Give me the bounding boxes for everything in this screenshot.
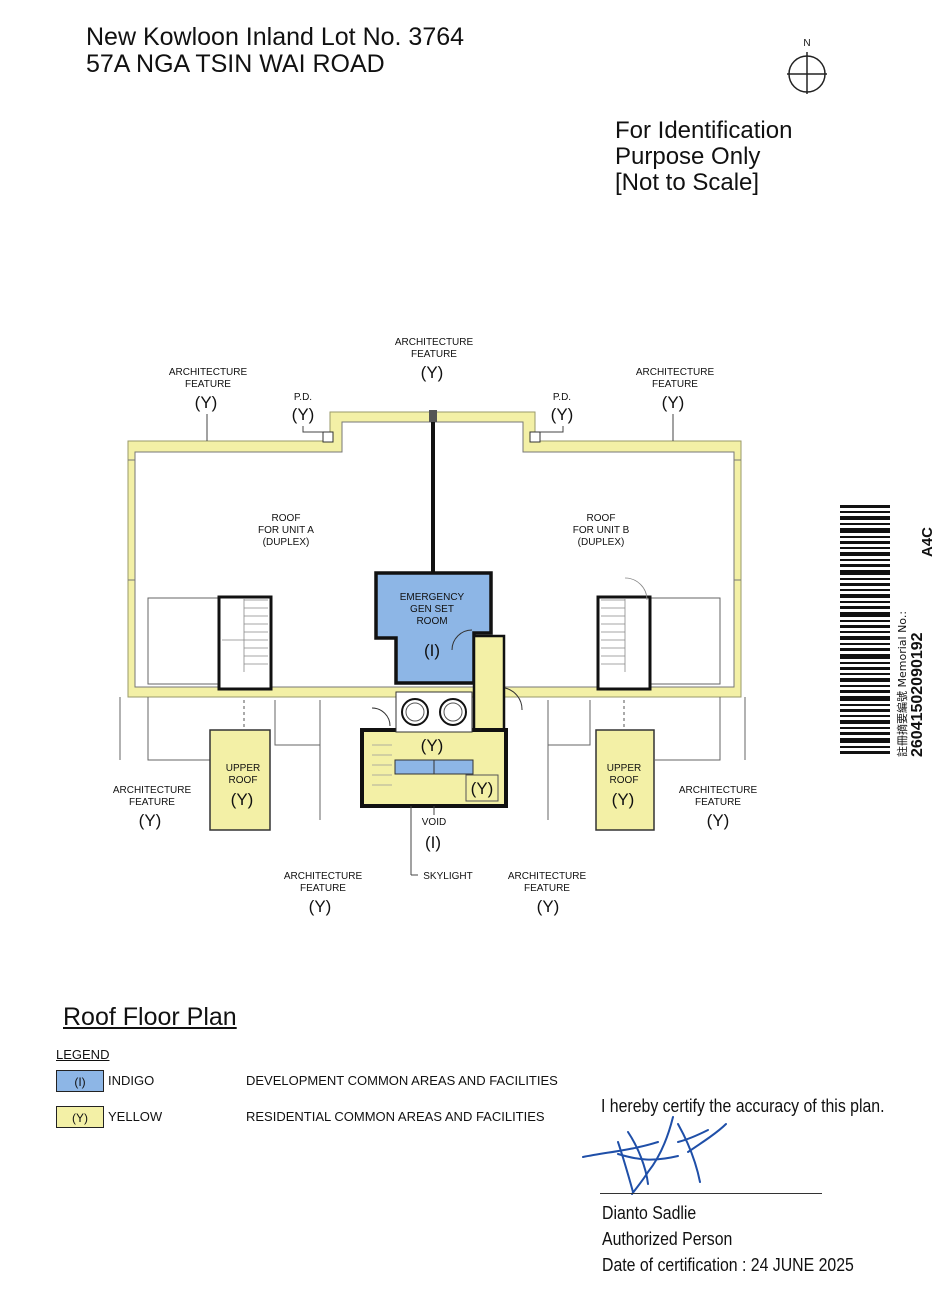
lot-number: New Kowloon Inland Lot No. 3764: [86, 23, 465, 51]
sheet-code: A4C: [919, 527, 936, 557]
ident-line-1: For Identification: [615, 117, 793, 144]
upper-roof-a: [209, 729, 271, 831]
signature-line: [600, 1193, 822, 1194]
arch-feature-ne-l1: ARCHITECTURE: [636, 367, 715, 378]
core-tag-right: (Y): [471, 779, 494, 798]
stair-unit-b: [596, 577, 652, 691]
arch-feature-se-l1: ARCHITECTURE: [508, 871, 587, 882]
arch-feature-ne-l2: FEATURE: [652, 379, 698, 390]
roof-a-l3: (DUPLEX): [263, 537, 310, 548]
void-label: VOID: [422, 817, 446, 828]
common-core: [360, 634, 523, 808]
pd-box-right: [529, 431, 541, 443]
legend-heading: LEGEND: [56, 1047, 110, 1062]
memorial-label: 註冊摘要編號 Memorial No.:: [895, 611, 909, 757]
arch-feature-ne-tag: (Y): [662, 393, 685, 412]
arch-feature-se-tag: (Y): [537, 897, 560, 916]
pd-right-tag: (Y): [551, 405, 574, 424]
certification-date: Date of certification : 24 JUNE 2025: [602, 1255, 854, 1275]
arch-feature-sw-l2: FEATURE: [300, 883, 346, 894]
lot-title: New Kowloon Inland Lot No. 3764 57A NGA …: [86, 24, 464, 78]
roof-floor-plan: ARCHITECTURE FEATURE (Y) ARCHITECTURE FE…: [113, 337, 758, 916]
arch-feature-se-l2: FEATURE: [524, 883, 570, 894]
roof-a-l1: ROOF: [272, 513, 301, 524]
arch-feature-e-tag: (Y): [707, 811, 730, 830]
legend-item-indigo: (I) INDIGO DEVELOPMENT COMMON AREAS AND …: [56, 1070, 596, 1094]
arch-feature-sw-l1: ARCHITECTURE: [284, 871, 363, 882]
upper-roof-a-tag: (Y): [231, 790, 254, 809]
core-tag-top: (Y): [421, 736, 444, 755]
arch-feature-top-l2: FEATURE: [411, 349, 457, 360]
stair-unit-a: [217, 595, 273, 691]
upper-roof-a-l1: UPPER: [226, 763, 260, 774]
leader-lines: [206, 414, 674, 876]
upper-roof-b-l1: UPPER: [607, 763, 641, 774]
egr-l1: EMERGENCY: [400, 592, 465, 603]
wall-cap: [429, 410, 437, 422]
arch-feature-e-l1: ARCHITECTURE: [679, 785, 758, 796]
signer-block: Dianto Sadlie Authorized Person Date of …: [602, 1200, 854, 1278]
legend-desc-indigo: DEVELOPMENT COMMON AREAS AND FACILITIES: [246, 1073, 558, 1088]
arch-feature-w-l2: FEATURE: [129, 797, 175, 808]
skylight-label: SKYLIGHT: [423, 871, 472, 882]
north-arrow-icon: [787, 52, 827, 94]
arch-feature-top-l1: ARCHITECTURE: [395, 337, 474, 348]
void-tag: (I): [425, 833, 441, 852]
upper-roof-b-tag: (Y): [612, 790, 635, 809]
roof-b-l3: (DUPLEX): [578, 537, 625, 548]
certification-statement: I hereby certify the accuracy of this pl…: [601, 1096, 885, 1116]
north-arrow: N: [784, 38, 830, 96]
arch-feature-nw-l2: FEATURE: [185, 379, 231, 390]
arch-feature-w-l1: ARCHITECTURE: [113, 785, 192, 796]
memorial-barcode: 註冊摘要編號 Memorial No.: 26041502090192 A4C: [830, 505, 940, 760]
pd-box-left: [322, 431, 334, 443]
north-label: N: [803, 38, 811, 49]
identification-note: For Identification Purpose Only [Not to …: [615, 118, 792, 196]
signature: [582, 1116, 727, 1195]
plan-labels: ARCHITECTURE FEATURE (Y) ARCHITECTURE FE…: [113, 337, 758, 916]
signer-name: Dianto Sadlie: [602, 1203, 697, 1223]
egr-tag: (I): [424, 641, 440, 660]
legend-swatch-indigo: (I): [56, 1070, 104, 1092]
pd-left-tag: (Y): [292, 405, 315, 424]
upper-roof-b-l2: ROOF: [610, 775, 639, 786]
barcode-icon: 註冊摘要編號 Memorial No.: 26041502090192 A4C: [840, 505, 936, 757]
pd-right-label: P.D.: [553, 392, 571, 403]
arch-feature-e-l2: FEATURE: [695, 797, 741, 808]
pd-left-label: P.D.: [294, 392, 312, 403]
legend-color-yellow: YELLOW: [108, 1109, 163, 1124]
arch-feature-w-tag: (Y): [139, 811, 162, 830]
arch-feature-sw-tag: (Y): [309, 897, 332, 916]
egr-l3: ROOM: [416, 616, 447, 627]
plan-title: Roof Floor Plan: [63, 1003, 237, 1031]
legend-desc-yellow: RESIDENTIAL COMMON AREAS AND FACILITIES: [246, 1109, 545, 1124]
legend-color-indigo: INDIGO: [108, 1073, 155, 1088]
ident-line-3: [Not to Scale]: [615, 169, 760, 196]
arch-feature-nw-l1: ARCHITECTURE: [169, 367, 248, 378]
signer-title: Authorized Person: [602, 1229, 733, 1249]
legend-swatch-yellow: (Y): [56, 1106, 104, 1128]
memorial-number: 26041502090192: [909, 632, 926, 757]
egr-l2: GEN SET: [410, 604, 454, 615]
upper-roof-a-l2: ROOF: [229, 775, 258, 786]
roof-b-l1: ROOF: [587, 513, 616, 524]
legend-item-yellow: (Y) YELLOW RESIDENTIAL COMMON AREAS AND …: [56, 1106, 596, 1130]
arch-feature-top-tag: (Y): [421, 363, 444, 382]
lower-terrace: [119, 597, 746, 820]
ident-line-2: Purpose Only: [615, 143, 761, 170]
upper-roof-b: [595, 729, 655, 831]
roof-a-l2: FOR UNIT A: [258, 525, 314, 536]
roof-b-l2: FOR UNIT B: [573, 525, 630, 536]
address: 57A NGA TSIN WAI ROAD: [86, 50, 385, 78]
arch-feature-nw-tag: (Y): [195, 393, 218, 412]
